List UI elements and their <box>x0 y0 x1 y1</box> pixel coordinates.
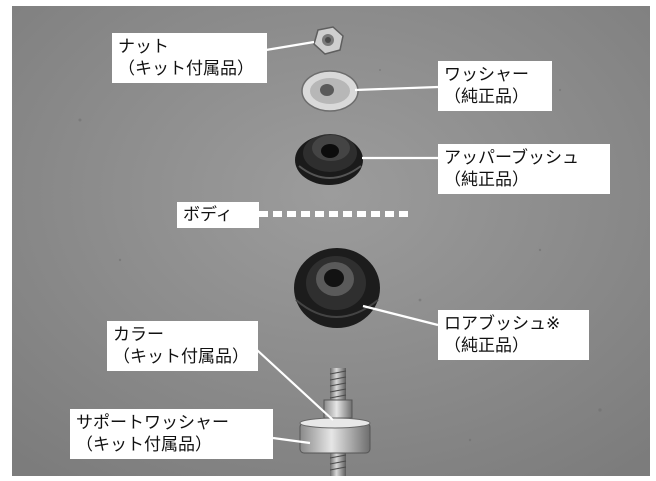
nut-label-note: （キット付属品） <box>118 59 254 79</box>
body-label-name: ボディ <box>183 205 233 225</box>
collar-label-name: カラー <box>113 325 164 345</box>
collar-leader-line <box>256 349 334 421</box>
collar-label: カラー （キット付属品） <box>107 321 258 371</box>
washer-label-note: （純正品） <box>444 87 529 107</box>
support-washer-label-name: サポートワッシャー <box>76 413 229 433</box>
washer-label: ワッシャー （純正品） <box>438 61 552 111</box>
support-washer-label: サポートワッシャー （キット付属品） <box>70 409 273 459</box>
nut-label: ナット （キット付属品） <box>112 33 267 83</box>
upper-bush-part <box>295 134 363 185</box>
lower-bush-leader-line <box>362 304 439 327</box>
support-washer-part <box>299 417 371 454</box>
support-washer-label-note: （キット付属品） <box>76 435 212 455</box>
nut-part <box>313 26 344 55</box>
lower-bush-label-name: ロアブッシュ※ <box>444 314 561 334</box>
collar-label-note: （キット付属品） <box>113 347 249 367</box>
washer-part <box>301 70 359 112</box>
support-washer-leader-line <box>272 436 311 445</box>
nut-leader-line <box>265 40 315 52</box>
lower-bush-part <box>294 248 380 328</box>
upper-bush-label: アッパーブッシュ （純正品） <box>438 144 610 194</box>
washer-label-name: ワッシャー <box>444 65 529 85</box>
upper-bush-label-name: アッパーブッシュ <box>444 148 579 168</box>
body-label: ボディ <box>177 202 259 228</box>
nut-label-name: ナット <box>118 37 169 57</box>
lower-bush-label: ロアブッシュ※ （純正品） <box>438 310 589 360</box>
lower-bush-label-note: （純正品） <box>444 336 529 356</box>
leader-lines <box>256 40 439 445</box>
upper-bush-label-note: （純正品） <box>444 170 529 190</box>
washer-leader-line <box>354 85 439 92</box>
